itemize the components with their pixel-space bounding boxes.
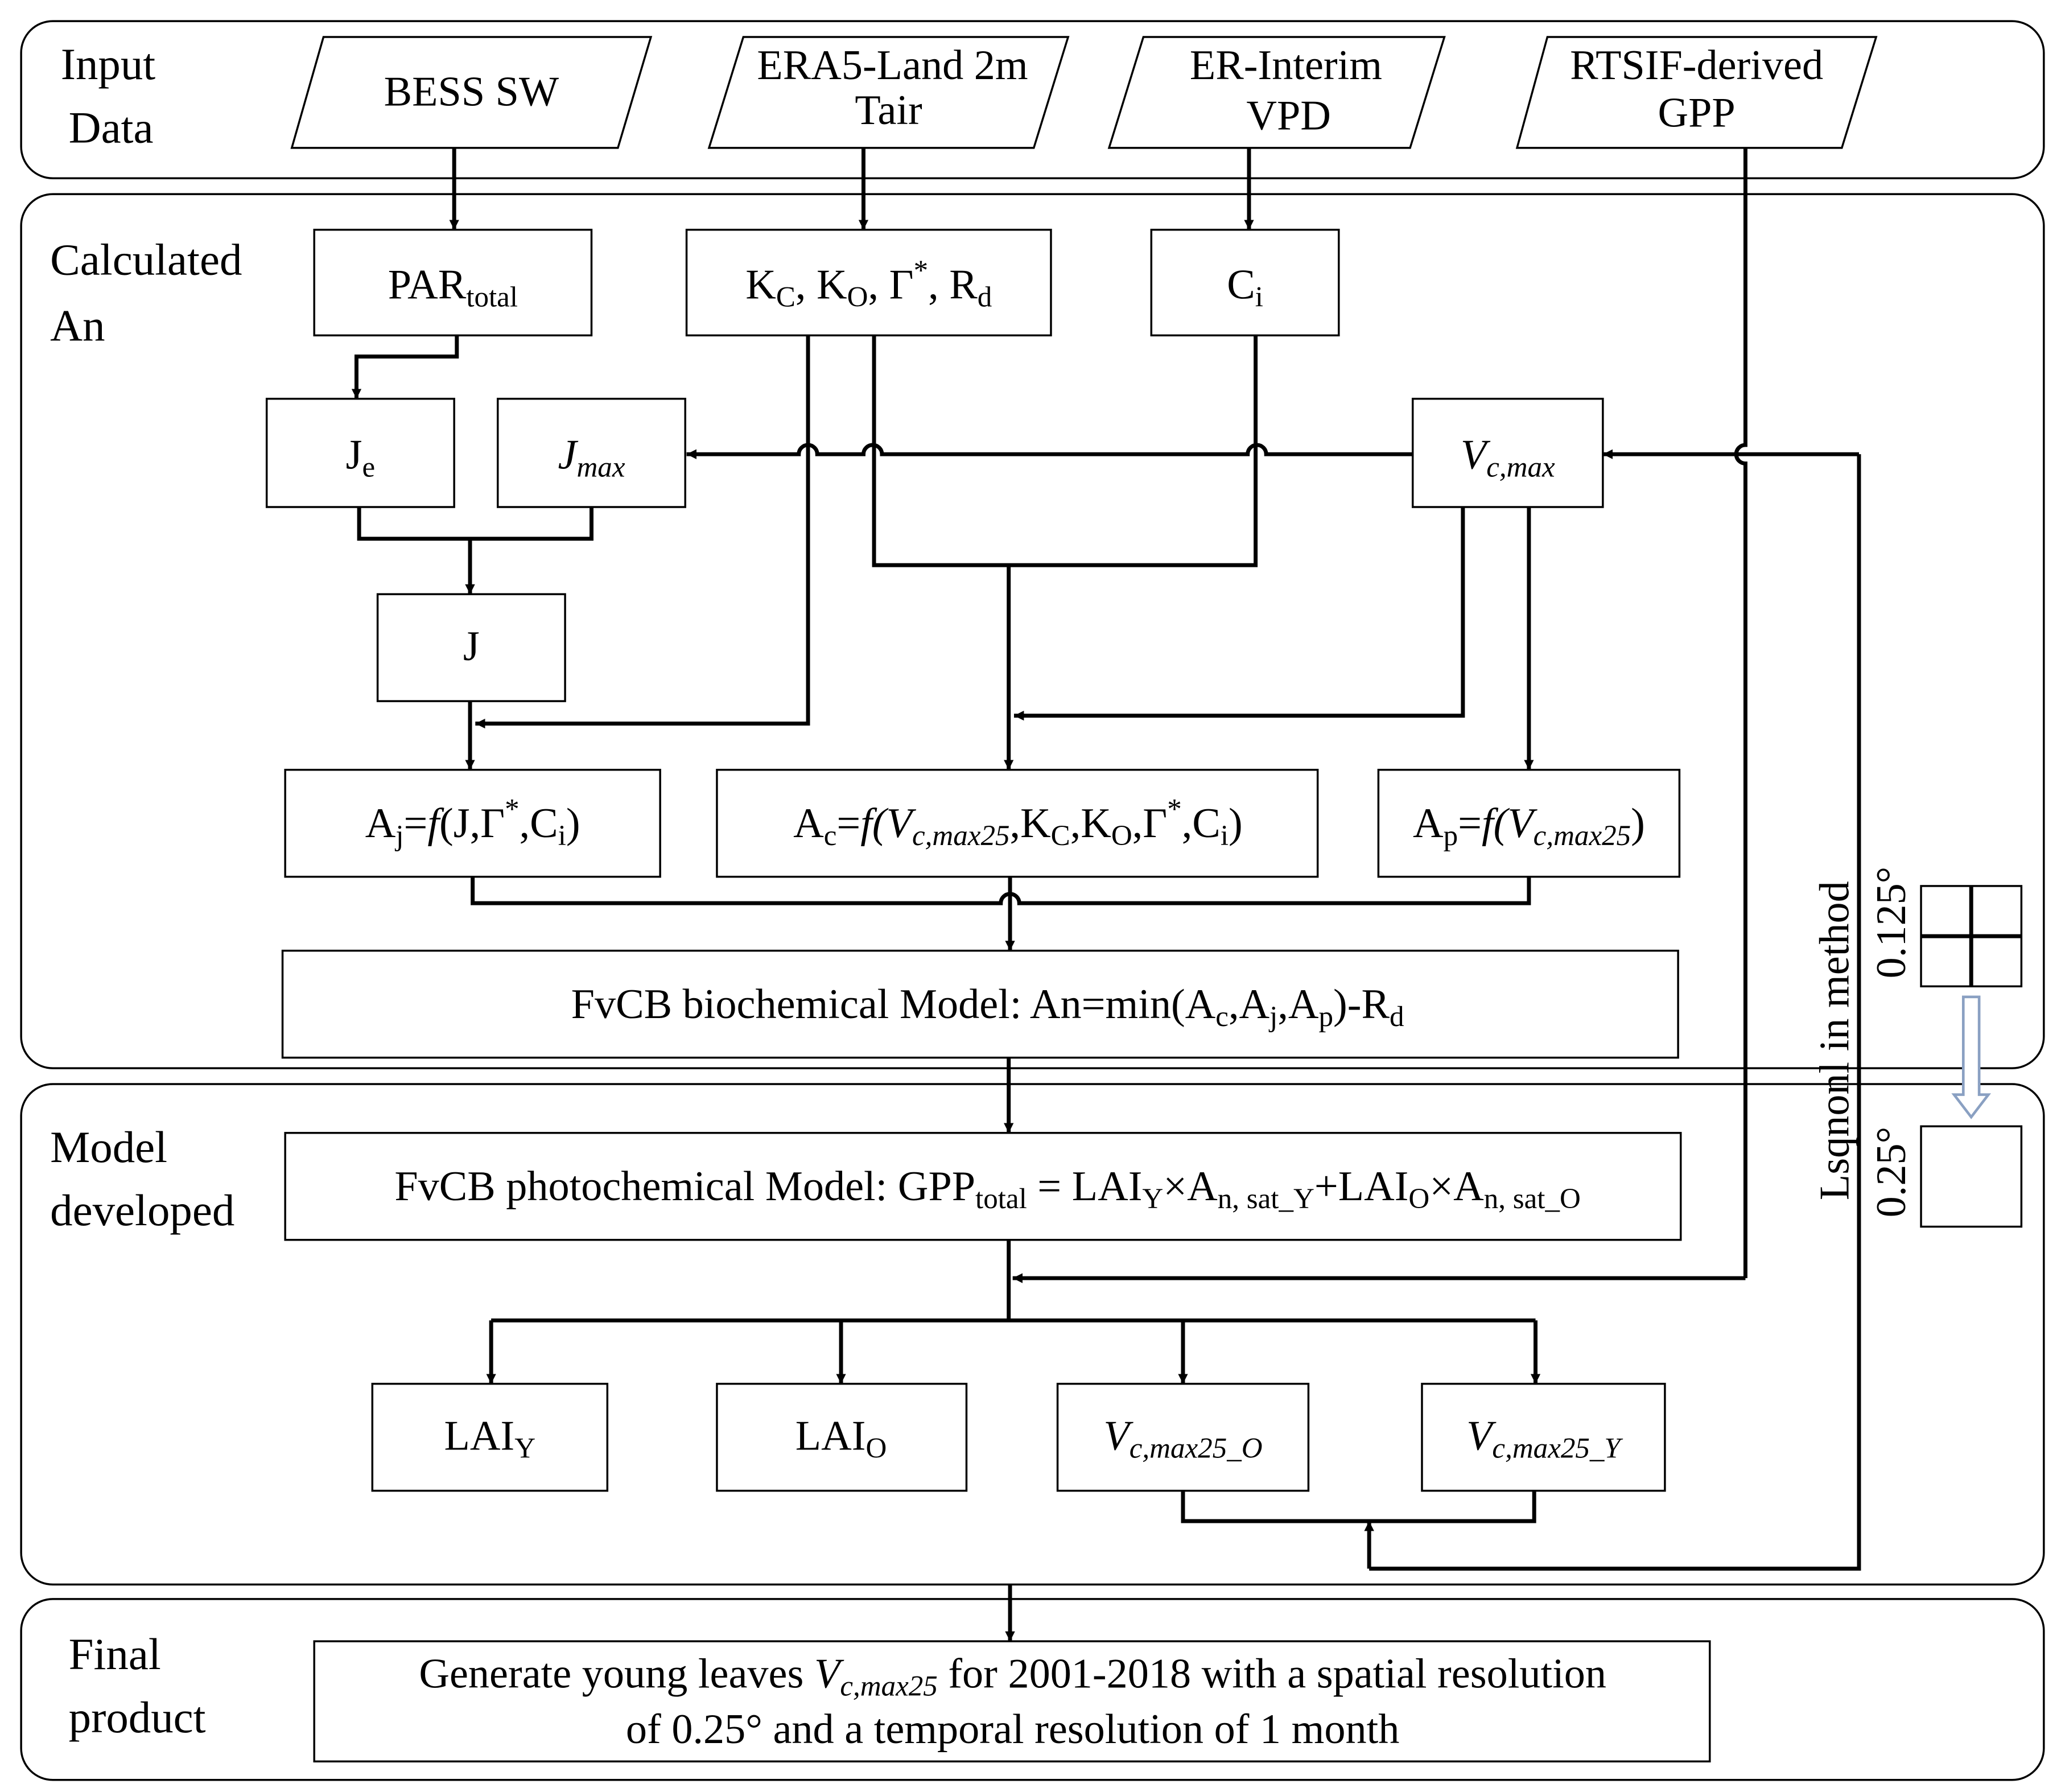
line-a-merge <box>471 876 1531 905</box>
input-erint-line2: VPD <box>1246 92 1331 139</box>
panel-model-developed <box>20 1083 2045 1586</box>
line-vc-merge <box>1181 1490 1536 1523</box>
node-kc-ko-gamma-rd <box>685 228 1052 337</box>
line-je-jmax-merge <box>357 506 593 541</box>
input-rtsif-line2: GPP <box>1658 90 1735 137</box>
node-fvcb-photo-label: FvCB photochemical Model: GPPtotal = LAI… <box>394 1163 1581 1215</box>
node-ac-label: Ac=f(Vc,max25,KC,KO,Γ*,Ci) <box>793 794 1243 852</box>
section-input-line2: Data <box>69 104 154 153</box>
node-ci <box>1150 228 1340 337</box>
node-lai-o-label: LAIO <box>795 1413 887 1465</box>
input-er-interim <box>1107 36 1446 149</box>
section-input-line1: Input <box>61 40 156 89</box>
node-je <box>265 397 455 508</box>
panel-calculated-an <box>20 193 2045 1069</box>
input-era5-line2: Tair <box>855 87 922 134</box>
node-vcmax25-y <box>1421 1382 1666 1492</box>
node-vcmax25-o <box>1056 1382 1310 1492</box>
input-rtsif <box>1515 36 1878 149</box>
node-aj-label: Aj=f(J,Γ*,Ci) <box>365 794 580 852</box>
node-j-label: J <box>463 623 480 670</box>
resolution-fine-label: 0.125° <box>1868 867 1915 979</box>
node-final-product <box>313 1640 1711 1763</box>
node-par-total <box>313 228 593 337</box>
method-label: Lsqnonl in method <box>1811 881 1858 1200</box>
node-vcmax-label: Vc,max <box>1461 432 1555 484</box>
arrow-vcmax-to-ac <box>1013 506 1465 721</box>
node-fvcb-photochemical <box>284 1132 1682 1241</box>
arrow-par-to-je <box>351 335 459 399</box>
node-lai-y-label: LAIY <box>444 1413 536 1465</box>
input-erint-line1: ER-Interim <box>1190 42 1382 89</box>
final-line1: Generate young leaves Vc,max25 for 2001-… <box>419 1650 1606 1702</box>
line-rtsif-down <box>1734 147 1747 1279</box>
node-jmax-label: Jmax <box>558 432 625 484</box>
input-bess-sw <box>290 36 653 149</box>
node-vcmax25-o-label: Vc,max25_O <box>1103 1413 1262 1465</box>
resample-down-arrow-icon <box>1951 995 1992 1119</box>
node-aj <box>284 768 661 878</box>
section-calc-line1: Calculated <box>50 236 242 285</box>
section-model-line1: Model <box>50 1123 167 1172</box>
input-bess-label: BESS SW <box>384 69 559 116</box>
section-final-line2: product <box>69 1693 206 1742</box>
resolution-coarse-label: 0.25° <box>1868 1127 1915 1218</box>
line-kc-ci-merge <box>872 335 1258 567</box>
line-loop-right <box>1369 454 1861 1571</box>
node-ap <box>1377 768 1681 878</box>
final-line2: of 0.25° and a temporal resolution of 1 … <box>626 1706 1399 1753</box>
input-era5-line1: ERA5-Land 2m <box>757 42 1028 89</box>
input-rtsif-line1: RTSIF-derived <box>1570 42 1823 89</box>
grid-cell-coarse <box>1920 1125 2023 1228</box>
node-kc-label: KC, KO, Γ*, Rd <box>745 255 992 313</box>
node-fvcb-bio-label: FvCB biochemical Model: An=min(Ac,Aj,Ap)… <box>571 981 1404 1033</box>
section-model-line2: developed <box>50 1186 234 1235</box>
panel-final-product <box>20 1598 2045 1781</box>
arrow-vcmax-to-jmax <box>686 443 1413 459</box>
connectors <box>351 147 1861 1642</box>
node-lai-o <box>716 1382 968 1492</box>
node-jmax <box>497 397 686 508</box>
node-je-label: Je <box>346 432 376 484</box>
section-calc-line2: An <box>50 302 105 351</box>
node-ci-label: Ci <box>1227 261 1263 313</box>
node-ap-label: Ap=f(Vc,max25) <box>1413 800 1645 852</box>
node-j <box>376 593 566 702</box>
node-lai-y <box>371 1382 609 1492</box>
section-final-line1: Final <box>69 1630 161 1679</box>
node-fvcb-biochemical <box>281 949 1679 1059</box>
node-vcmax25-y-label: Vc,max25_Y <box>1466 1413 1623 1465</box>
arrow-kc-to-aj <box>475 335 810 729</box>
node-ac <box>716 768 1319 878</box>
panel-input-data <box>20 20 2045 179</box>
node-vcmax <box>1411 397 1604 508</box>
node-par-label: PARtotal <box>388 261 518 313</box>
input-era5 <box>707 36 1070 149</box>
